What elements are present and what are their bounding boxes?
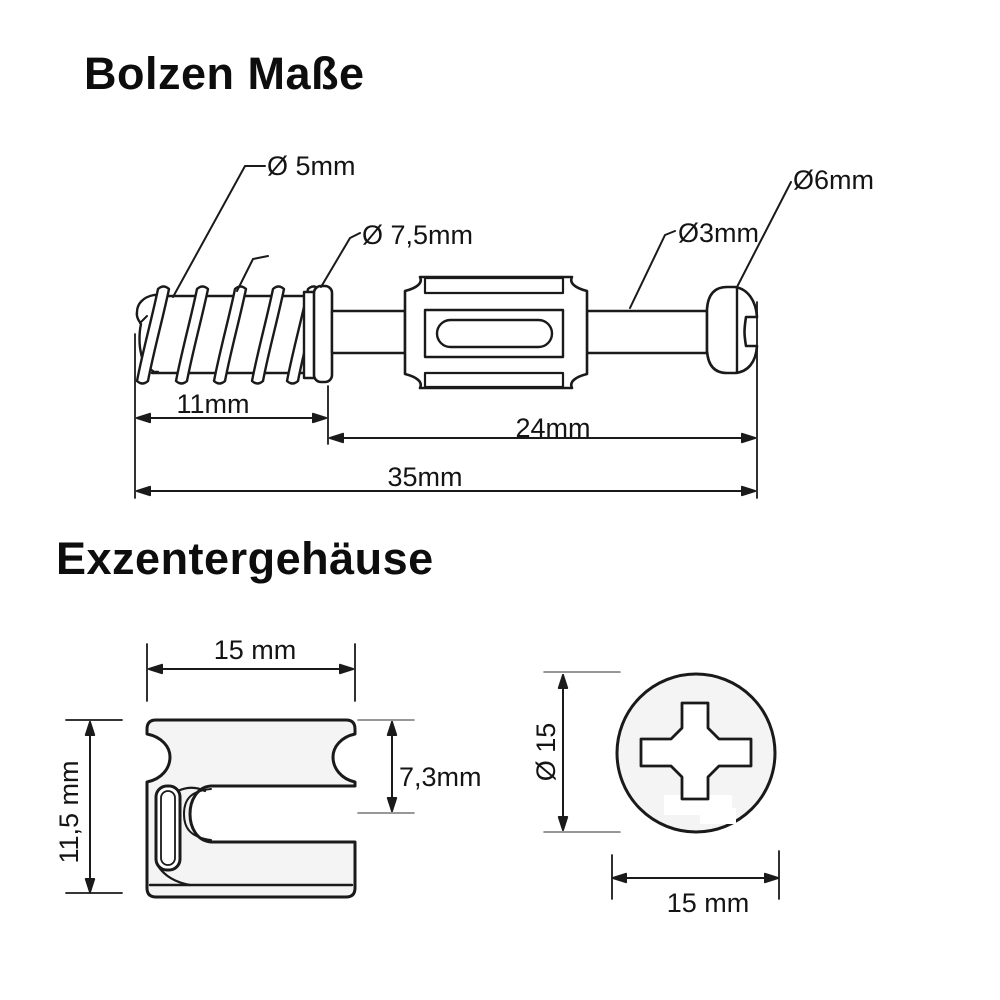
housing-side-dimensions bbox=[65, 643, 415, 894]
screw-thread bbox=[135, 285, 321, 385]
leader-head-dia bbox=[736, 181, 792, 288]
thread-length-dimension: 11mm bbox=[176, 389, 250, 419]
head-diameter-label: Ø6mm bbox=[793, 165, 874, 195]
pin-length-dimension: 24mm bbox=[515, 413, 591, 443]
housing-rib-slot bbox=[154, 784, 182, 872]
barrel-slot bbox=[435, 318, 554, 349]
thread-diameter-label: Ø 5mm bbox=[267, 151, 356, 181]
housing-slot-depth-dimension: 7,3mm bbox=[399, 762, 482, 792]
leader-thread-crest bbox=[236, 255, 269, 292]
leader-collar-dia bbox=[320, 232, 361, 288]
housing-front-width-dimension: 15 mm bbox=[666, 888, 750, 918]
leader-thread-dia bbox=[172, 165, 266, 298]
bolt-dimension-lines bbox=[136, 412, 756, 497]
bolt-section-title: Bolzen Maße bbox=[84, 48, 365, 99]
leader-shaft-dia bbox=[629, 230, 676, 309]
bolt-collar bbox=[312, 284, 334, 384]
bolt-shaft-right bbox=[585, 309, 709, 355]
housing-front-dimensions bbox=[543, 671, 780, 900]
bolt-barrel bbox=[403, 275, 589, 390]
bolt-shaft-left bbox=[330, 309, 407, 355]
collar-diameter-label: Ø 7,5mm bbox=[362, 220, 474, 250]
shaft-diameter-label: Ø3mm bbox=[678, 218, 759, 248]
housing-width-dimension: 15 mm bbox=[213, 635, 297, 665]
bolt-extension-lines bbox=[134, 301, 758, 499]
bolt-leader-lines bbox=[172, 165, 792, 309]
total-length-dimension: 35mm bbox=[387, 462, 463, 492]
housing-side-view bbox=[65, 643, 415, 899]
housing-body bbox=[145, 718, 357, 899]
housing-diameter-label: Ø 15 bbox=[531, 722, 562, 782]
housing-section-title: Exzentergehäuse bbox=[56, 533, 434, 584]
housing-front-view bbox=[543, 671, 780, 900]
bolt-head bbox=[705, 285, 759, 375]
phillips-cross bbox=[639, 701, 753, 801]
housing-height-dimension: 11,5 mm bbox=[54, 760, 85, 864]
bolt-drawing bbox=[134, 165, 792, 499]
